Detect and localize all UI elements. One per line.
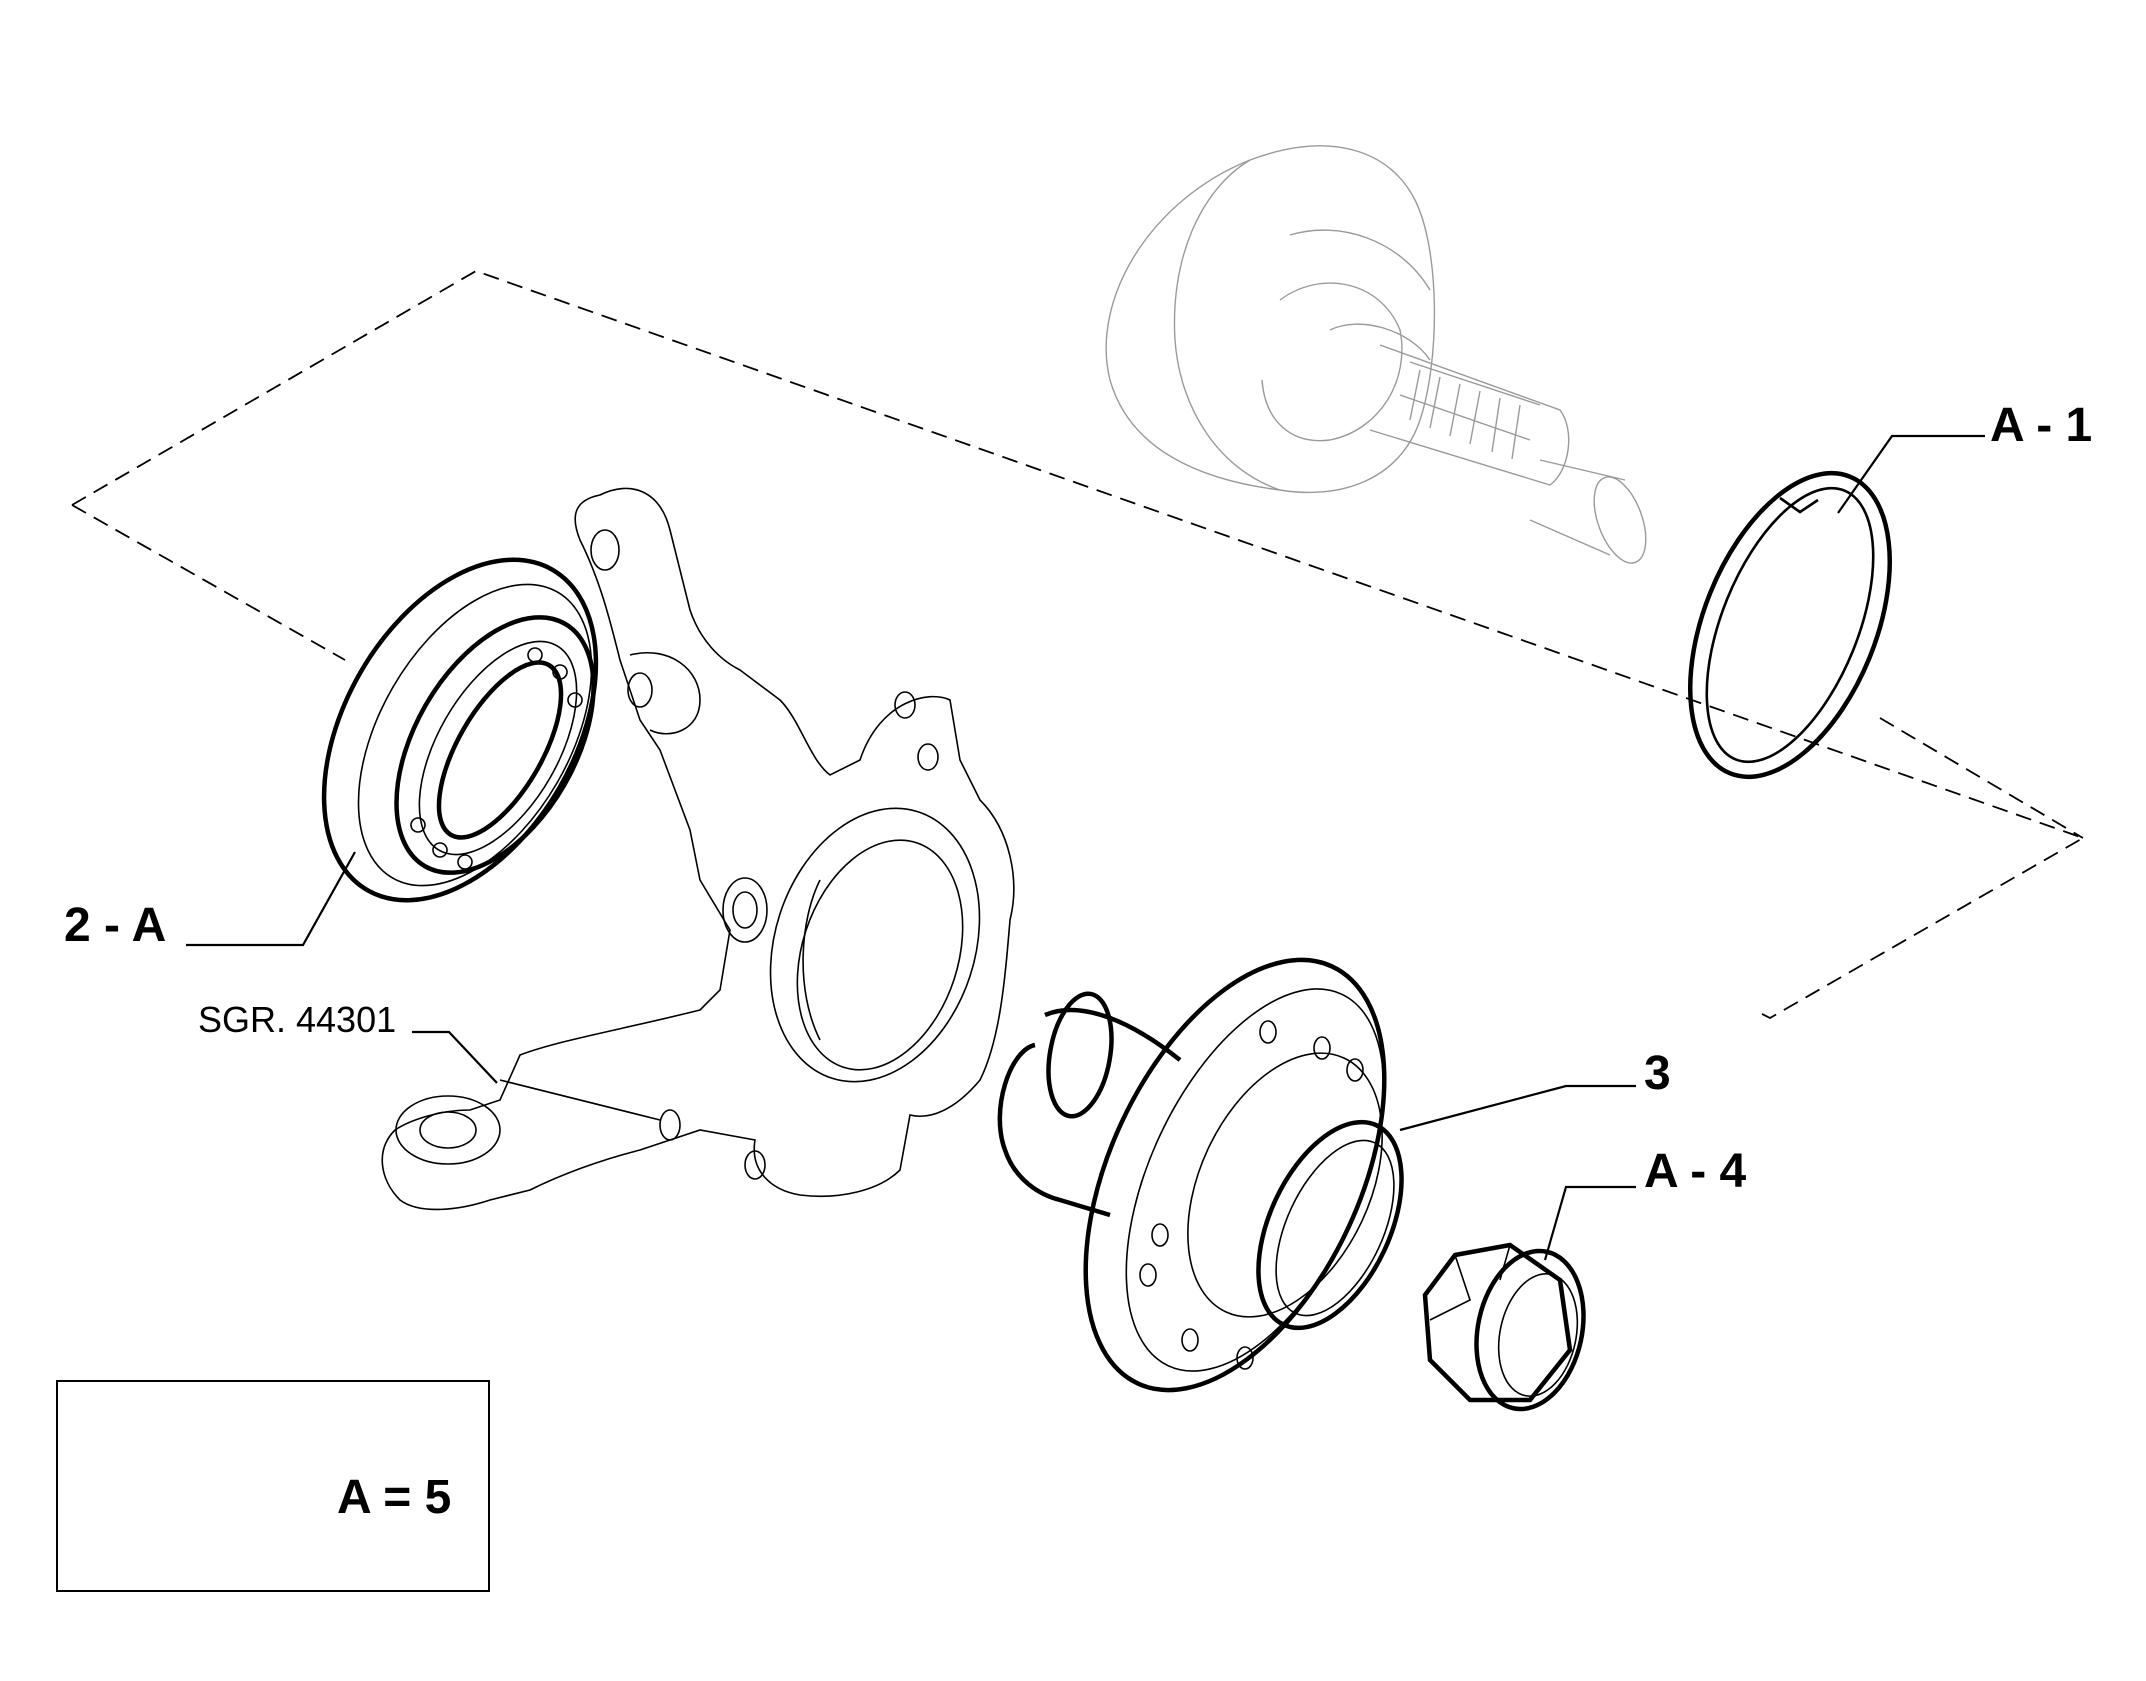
legend-text: A = 5 [337,1471,452,1524]
callout-a-1: A - 1 [1990,399,2093,452]
subassembly-boundary [71,270,2086,1020]
callout-2-a: 2 - A [64,899,167,952]
snap-ring [1687,470,1893,780]
wheel-bearing [321,557,599,903]
callout-3: 3 [1644,1047,1671,1100]
hub-nut [1422,1242,1586,1412]
legend-box [56,1380,490,1592]
callout-sgr-reference: SGR. 44301 [198,999,397,1040]
wheel-hub [997,957,1404,1393]
steering-knuckle [381,487,1015,1211]
callout-a-4: A - 4 [1644,1145,1747,1198]
leader-lines [186,434,1985,1261]
drive-shaft-cv-joint [1105,145,1647,564]
